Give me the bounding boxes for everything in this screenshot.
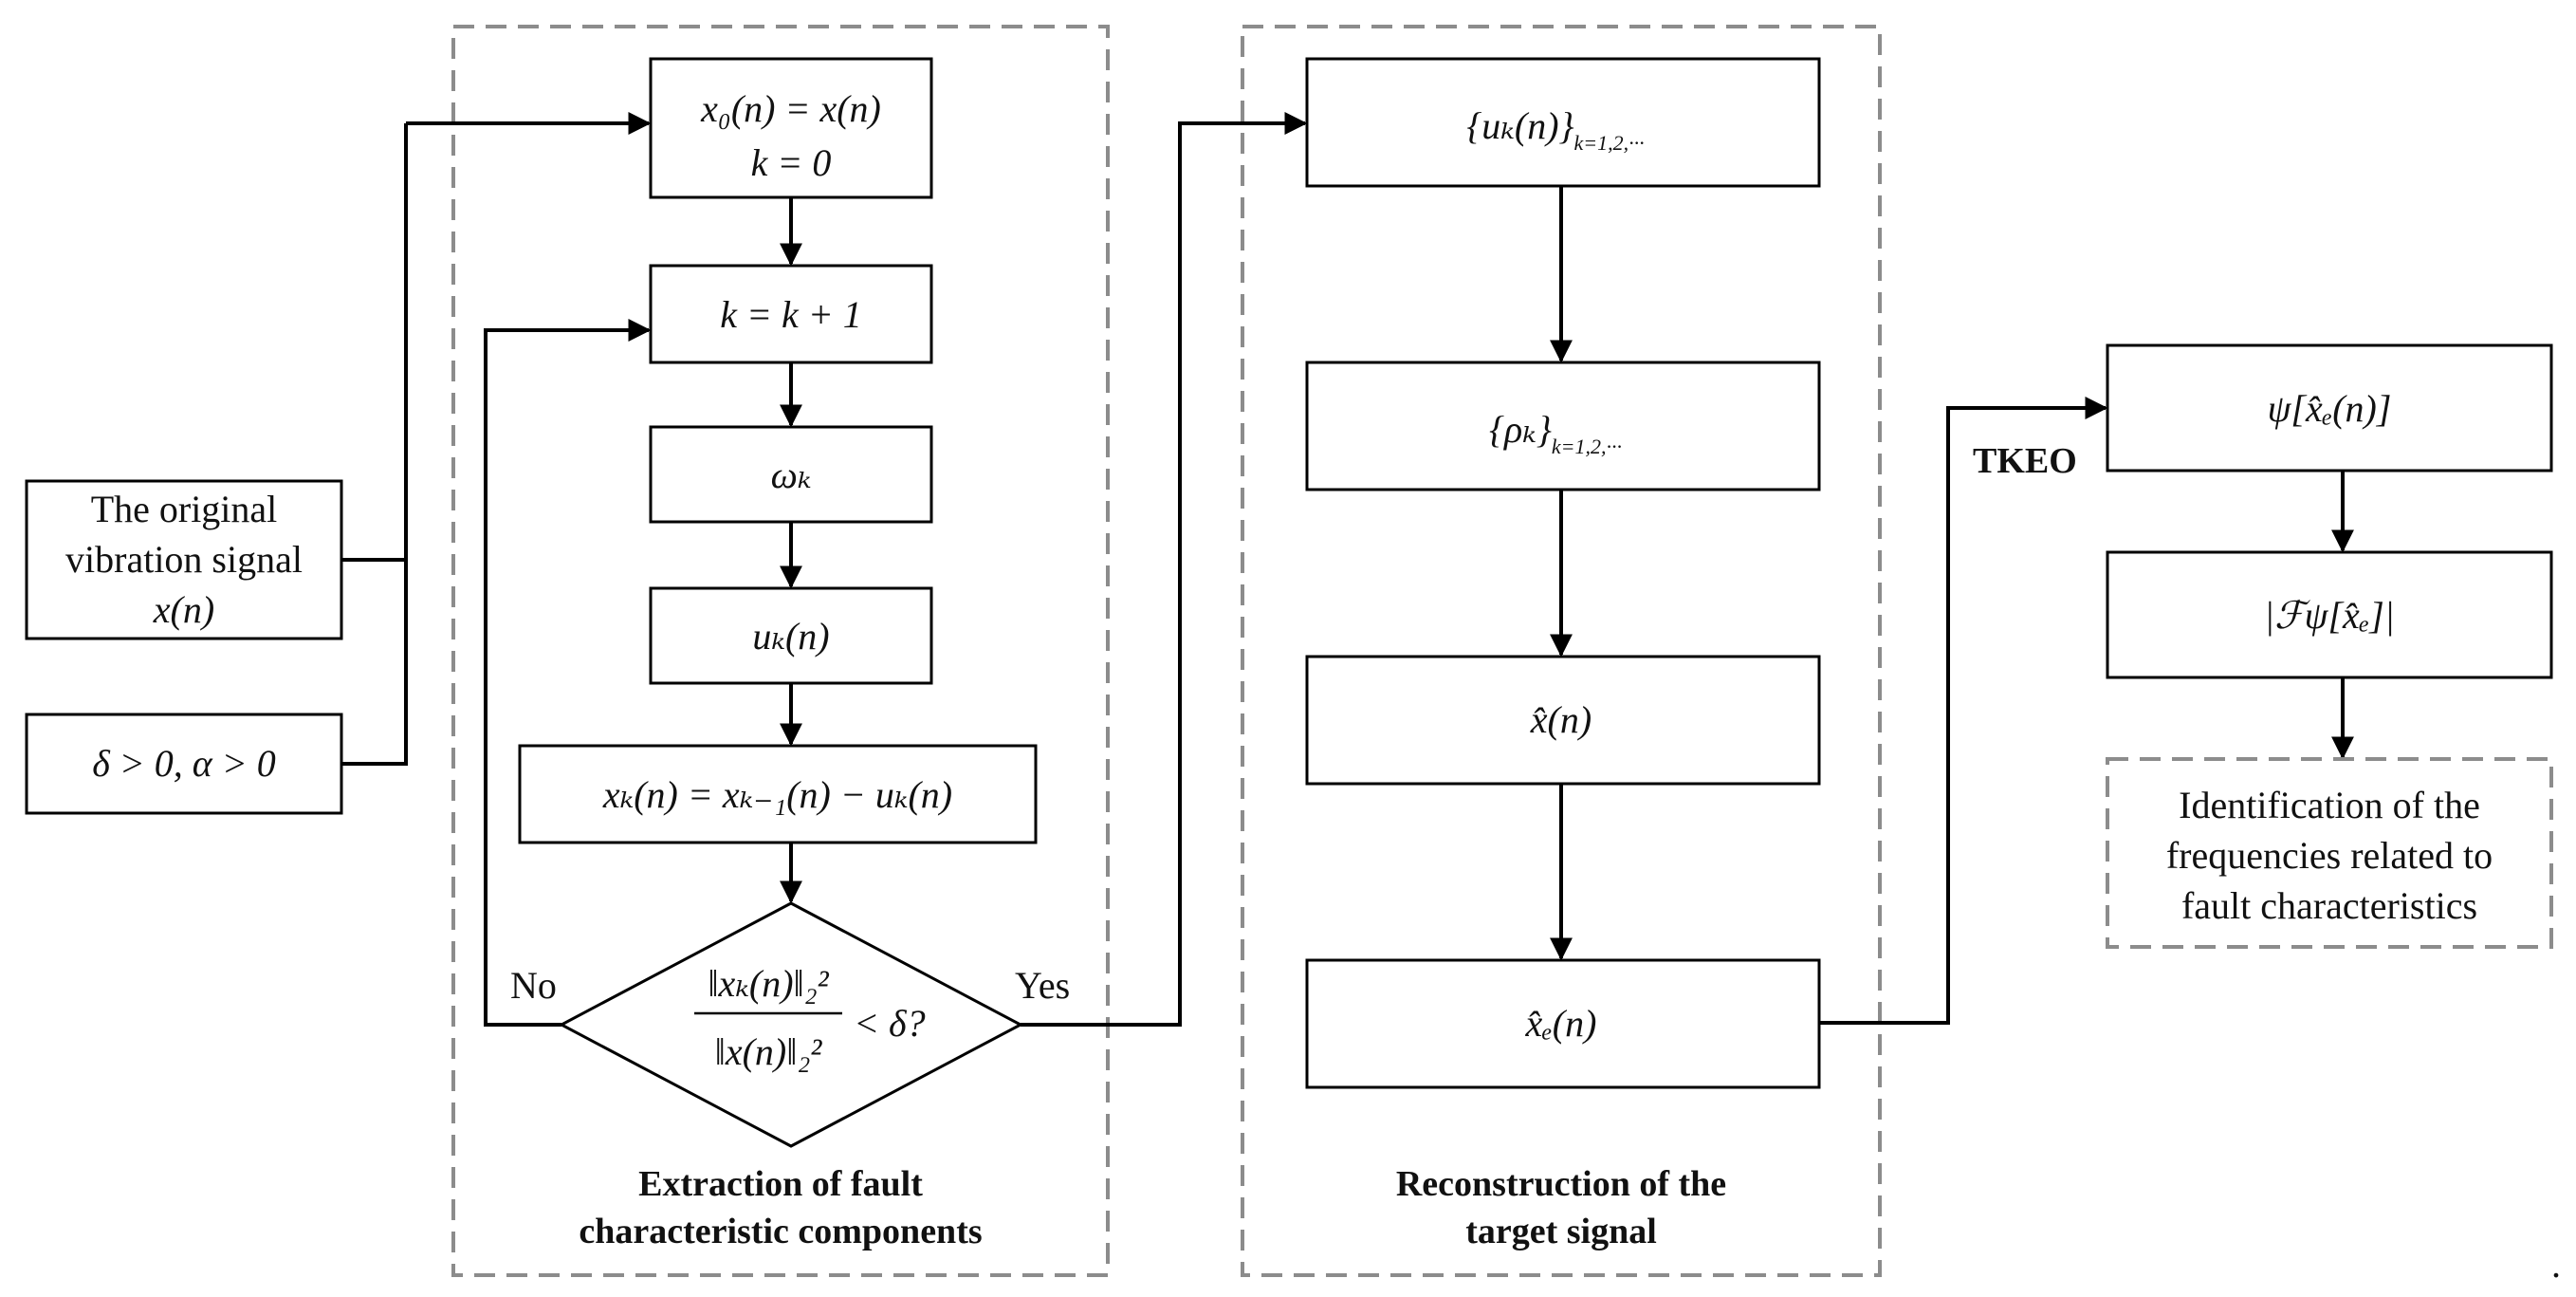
spectrum-box: |ℱψ[x̂ₑ]| bbox=[2106, 550, 2553, 679]
mode-box: uₖ(n) bbox=[649, 586, 933, 685]
arrow-no-loop bbox=[484, 319, 652, 1027]
connector-params-to-bus bbox=[341, 123, 408, 766]
original-signal-line-3: x(n) bbox=[153, 588, 214, 631]
tkeo-label: TKEO bbox=[1973, 441, 2077, 481]
original-signal-line-1: The original bbox=[91, 488, 278, 530]
yes-label: Yes bbox=[1015, 964, 1070, 1007]
init-line-1: x₀(n) = x(n) bbox=[700, 87, 881, 130]
init-box: x₀(n) = x(n) k = 0 bbox=[649, 57, 933, 199]
xhat-text: x̂(n) bbox=[1530, 698, 1592, 741]
xhat-e-box: x̂ₑ(n) bbox=[1305, 958, 1821, 1089]
trailing-mark: . bbox=[2551, 1243, 2561, 1286]
condition-diamond: ‖xₖ(n)‖₂² ‖x(n)‖₂² < δ? bbox=[558, 901, 1024, 1148]
no-label: No bbox=[510, 964, 557, 1007]
rho-set-box: {ρₖ}k=1,2,··· bbox=[1305, 361, 1821, 491]
init-line-2: k = 0 bbox=[751, 141, 832, 184]
omega-text: ωₖ bbox=[771, 454, 812, 496]
spectrum-text: |ℱψ[x̂ₑ]| bbox=[2264, 594, 2395, 637]
original-signal-line-2: vibration signal bbox=[65, 538, 303, 581]
extraction-caption-line-2: characteristic components bbox=[579, 1212, 982, 1251]
original-signal-box: The original vibration signal x(n) bbox=[25, 479, 343, 640]
reconstruction-caption-line-1: Reconstruction of the bbox=[1396, 1164, 1726, 1204]
increment-box: k = k + 1 bbox=[649, 264, 933, 364]
omega-box: ωₖ bbox=[649, 425, 933, 524]
extraction-caption-line-1: Extraction of fault bbox=[638, 1164, 923, 1204]
residual-box: xₖ(n) = xₖ₋₁(n) − uₖ(n) bbox=[518, 744, 1038, 844]
params-box: δ > 0, α > 0 bbox=[25, 713, 343, 815]
psi-box: ψ[x̂ₑ(n)] bbox=[2106, 343, 2553, 472]
reconstruction-group-frame bbox=[1241, 25, 1882, 1277]
mode-text: uₖ(n) bbox=[752, 615, 829, 658]
xhat-box: x̂(n) bbox=[1305, 655, 1821, 786]
reconstruction-caption-line-2: target signal bbox=[1465, 1212, 1657, 1251]
output-box: Identification of the frequencies relate… bbox=[2106, 757, 2553, 949]
condition-rhs: < δ? bbox=[854, 1002, 926, 1045]
output-line-1: Identification of the bbox=[2179, 784, 2480, 826]
output-line-2: frequencies related to bbox=[2166, 834, 2493, 877]
rho-set-text: {ρₖ}k=1,2,··· bbox=[1489, 408, 1622, 458]
modes-set-text: {uₖ(n)}k=1,2,··· bbox=[1466, 104, 1644, 155]
psi-text: ψ[x̂ₑ(n)] bbox=[2268, 387, 2392, 430]
modes-set-box: {uₖ(n)}k=1,2,··· bbox=[1305, 57, 1821, 188]
arrow-yes-to-modes-set bbox=[1021, 112, 1308, 1027]
output-line-3: fault characteristics bbox=[2181, 884, 2477, 927]
condition-numerator: ‖xₖ(n)‖₂² bbox=[708, 962, 829, 1005]
increment-text: k = k + 1 bbox=[720, 293, 862, 336]
xhat-e-text: x̂ₑ(n) bbox=[1525, 1002, 1597, 1045]
residual-text: xₖ(n) = xₖ₋₁(n) − uₖ(n) bbox=[602, 773, 952, 816]
arrow-xhate-to-psi bbox=[1819, 397, 2108, 1025]
params-text: δ > 0, α > 0 bbox=[92, 742, 276, 785]
condition-denominator: ‖x(n)‖₂² bbox=[715, 1030, 823, 1073]
extraction-group-frame bbox=[451, 25, 1110, 1277]
